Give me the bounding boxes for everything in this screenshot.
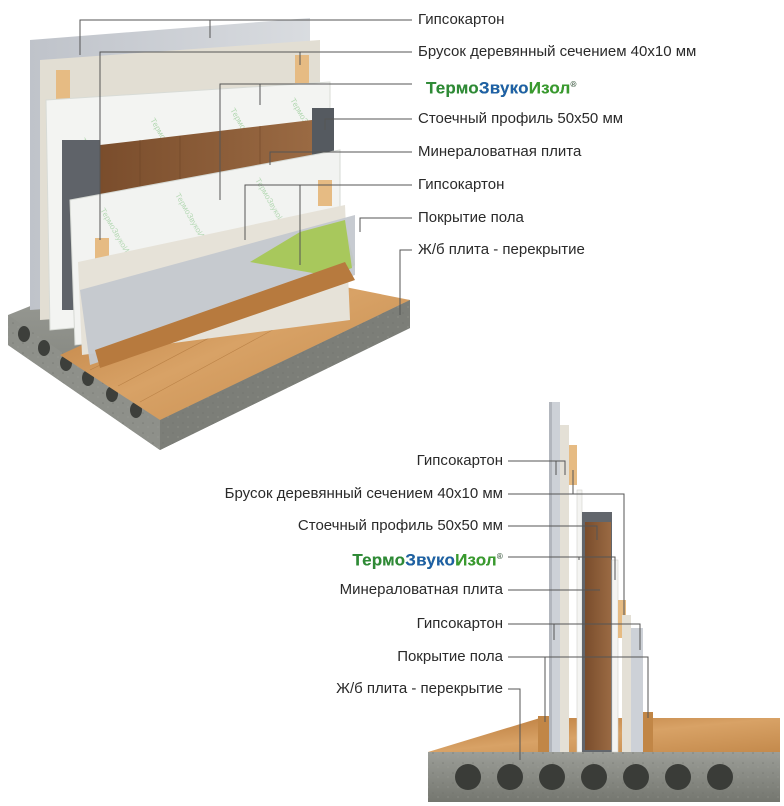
section-brand-mark: ® bbox=[496, 552, 503, 561]
gypsum-section-outer bbox=[549, 402, 560, 752]
top-label-floor-cover: Покрытие пола bbox=[418, 209, 524, 226]
section-leader-lines bbox=[508, 460, 649, 760]
section-brand-part-3: Изол bbox=[455, 550, 497, 570]
insulation-section-2 bbox=[611, 559, 619, 753]
light-board-section-2 bbox=[622, 615, 631, 752]
top-brand-part-1: Термо bbox=[426, 78, 479, 98]
section-label-gypsum-1: Гипсокартон bbox=[416, 452, 503, 469]
light-board-section bbox=[560, 425, 569, 752]
top-label-slab: Ж/б плита - перекрытие bbox=[418, 241, 585, 258]
top-brand-logo: ТермоЗвукоИзол® bbox=[426, 75, 577, 99]
isometric-wall-illustration: ТермоЗвукоИзол ТермоЗвукоИзол ТермоЗвуко… bbox=[8, 18, 410, 450]
cross-section-illustration bbox=[428, 402, 780, 802]
top-brand-mark: ® bbox=[570, 80, 577, 89]
wood-bar-3d-1 bbox=[56, 70, 70, 100]
top-label-gypsum-1: Гипсокартон bbox=[418, 11, 505, 28]
section-label-gypsum-2: Гипсокартон bbox=[416, 615, 503, 632]
top-brand-part-2: Звуко bbox=[478, 78, 529, 98]
section-label-slab: Ж/б плита - перекрытие bbox=[336, 680, 503, 697]
top-label-mineral-wool: Минераловатная плита bbox=[418, 143, 582, 160]
section-label-wood-bar: Брусок деревянный сечением 40x10 мм bbox=[224, 485, 503, 502]
top-label-stud-profile: Стоечный профиль 50x50 мм bbox=[418, 110, 624, 127]
section-label-mineral-wool: Минераловатная плита bbox=[339, 581, 503, 598]
mineral-wool-section bbox=[585, 522, 611, 750]
top-brand-part-3: Изол bbox=[528, 78, 571, 98]
section-brand-part-2: Звуко bbox=[405, 550, 456, 570]
section-label-stud-profile: Стоечный профиль 50x50 мм bbox=[297, 517, 503, 534]
section-brand-logo: ТермоЗвукоИзол® bbox=[352, 547, 503, 571]
wood-bar-3d-2 bbox=[295, 55, 309, 83]
section-label-floor-cover: Покрытие пола bbox=[397, 648, 503, 665]
top-label-wood-bar: Брусок деревянный сечением 40x10 мм bbox=[418, 43, 697, 60]
top-leader-lines bbox=[79, 19, 412, 315]
wood-bar-section-1 bbox=[569, 445, 577, 485]
section-brand-part-1: Термо bbox=[352, 550, 406, 570]
top-label-gypsum-2: Гипсокартон bbox=[418, 176, 505, 193]
insulation-section-1 bbox=[576, 489, 583, 753]
gypsum-section-inner bbox=[631, 628, 643, 752]
wood-bar-3d-4 bbox=[318, 180, 332, 206]
